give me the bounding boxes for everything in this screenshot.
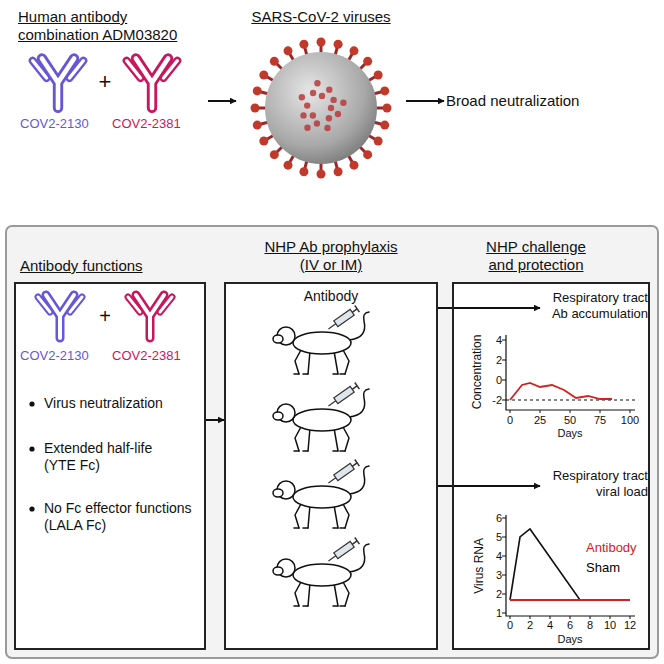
- node-text: Extended half-life (YTE Fc): [44, 440, 184, 474]
- legend-text: Antibody: [586, 540, 637, 555]
- tick-label: 2: [496, 354, 502, 367]
- panel-antibodies: [38, 295, 172, 338]
- tick-label: 6: [567, 619, 573, 632]
- virus-particle: [251, 38, 392, 179]
- tick-label: Days: [557, 633, 582, 646]
- tick-label: 75: [594, 414, 606, 427]
- tick-label: 0: [496, 374, 502, 387]
- heading-text: Human antibody combination ADM03820: [18, 8, 203, 44]
- legend-text: Sham: [586, 560, 620, 575]
- tick-label: 12: [624, 619, 636, 632]
- tick-label: 10: [604, 619, 616, 632]
- node-text: Antibody: [224, 288, 438, 305]
- heading-text: NHP challenge and protection: [476, 238, 596, 274]
- tick-label: 0: [507, 414, 513, 427]
- top-antibodies: [33, 58, 178, 107]
- functions-box: Antibody functionsCOV2-2130COV2-2381Viru…: [14, 282, 206, 650]
- heading-text: Antibody functions: [20, 257, 206, 275]
- tick-label: 4: [496, 334, 502, 347]
- tick-label: Days: [557, 427, 582, 440]
- node-text: Respiratory tract viral load: [540, 468, 648, 499]
- tick-label: 5: [496, 531, 502, 544]
- chart-ab-accumulation: [502, 335, 635, 413]
- tick-label: -2: [492, 394, 502, 407]
- chart-viral-load: [502, 515, 635, 619]
- node-text: COV2-2130: [20, 116, 89, 132]
- tick-label: 3: [496, 569, 502, 582]
- tick-label: 25: [534, 414, 546, 427]
- plus-sign: +: [99, 305, 111, 328]
- heading-text: SARS-CoV-2 viruses: [236, 8, 406, 26]
- node-text: Respiratory tract Ab accumulation: [540, 290, 648, 321]
- chart-title: Respiratory tract Ab accumulation: [540, 290, 648, 326]
- tick-label: 100: [621, 414, 639, 427]
- bullets: [29, 401, 34, 511]
- legend-entry: Antibody: [586, 541, 637, 556]
- plus-sign: +: [99, 69, 112, 94]
- bottom-panel: [6, 226, 658, 658]
- virus-node: SARS-CoV-2 viruses: [236, 6, 406, 182]
- arrow-connector: [206, 419, 224, 421]
- tick-label: 4: [547, 619, 553, 632]
- monkeys: [273, 306, 369, 606]
- heading-text: NHP Ab prophylaxis (IV or IM): [256, 238, 406, 274]
- tick-label: 6: [496, 512, 502, 525]
- axis-title: Concentration: [471, 335, 485, 410]
- tick-label: 8: [587, 619, 593, 632]
- tick-label: 0: [507, 619, 513, 632]
- tick-label: 4: [496, 550, 502, 563]
- outcome-text: Broad neutralization: [444, 90, 614, 114]
- node-text: COV2-2381: [112, 348, 181, 364]
- chart-title: Respiratory tract viral load: [540, 468, 648, 504]
- node-text: COV2-2381: [112, 116, 181, 132]
- node-text: COV2-2130: [20, 348, 89, 364]
- axis-title: Virus RNA: [473, 538, 487, 594]
- node-text: No Fc effector functions (LALA Fc): [44, 500, 194, 534]
- tick-label: 2: [496, 588, 502, 601]
- tick-label: 50: [564, 414, 576, 427]
- node-text: Broad neutralization: [446, 92, 579, 110]
- prophylaxis-box: NHP Ab prophylaxis (IV or IM)Antibody: [224, 282, 438, 650]
- tick-label: 2: [527, 619, 533, 632]
- arrow-connector: [208, 100, 236, 102]
- arrow-connector: [406, 100, 444, 102]
- node-text: Virus neutralization: [44, 395, 194, 412]
- legend-entry: Sham: [586, 561, 620, 576]
- tick-label: 1: [496, 607, 502, 620]
